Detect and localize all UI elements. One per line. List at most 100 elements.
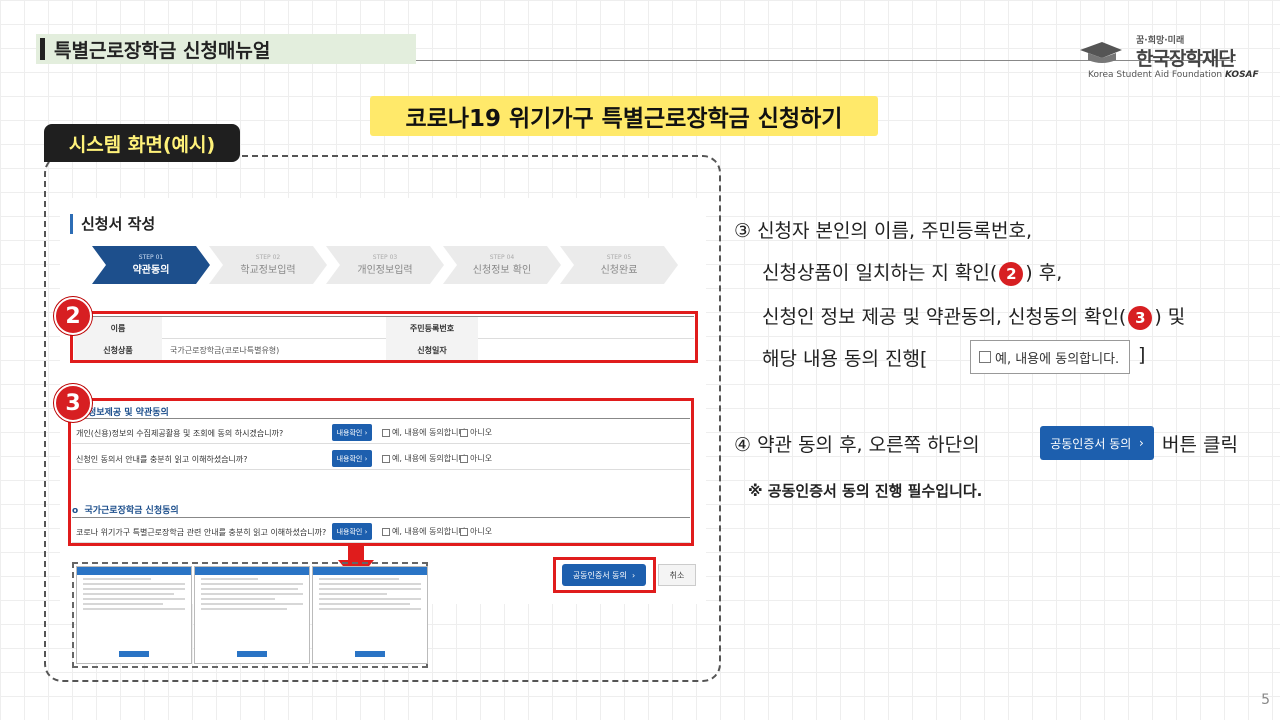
thumb-text-line <box>201 588 298 590</box>
checkbox-box <box>460 428 468 437</box>
step-5: STEP 05 신청완료 <box>560 246 678 284</box>
explain-line-5a: ④ 약관 동의 후, 오른쪽 하단의 <box>734 434 980 456</box>
thumb-confirm-button <box>355 651 385 657</box>
badge-2: 2 <box>54 297 92 335</box>
view-content-button[interactable]: 내용확인 › <box>332 450 372 467</box>
thumb-header <box>77 567 191 575</box>
document-thumbnail <box>76 566 192 664</box>
step-number: STEP 03 <box>372 254 398 261</box>
thumb-text-line <box>319 578 399 580</box>
section-divider <box>72 418 690 419</box>
view-content-button[interactable]: 내용확인 › <box>332 424 372 441</box>
inline-badge-2: 2 <box>999 261 1024 286</box>
thumb-text-line <box>83 598 185 600</box>
document-thumbnail <box>194 566 310 664</box>
agree-checkbox[interactable]: 예, 내용에 동의합니다. <box>382 427 468 438</box>
date-label: 신청일자 <box>386 339 478 361</box>
explain-text: ) 및 <box>1154 306 1186 328</box>
agree-label: 예, 내용에 동의합니다. <box>392 428 469 437</box>
document-thumbnail <box>312 566 428 664</box>
sample-check-label: 예, 내용에 동의합니다. <box>995 351 1120 367</box>
agreement-row-2: 신청인 동의서 안내를 충분히 읽고 이해하셨습니까? 내용확인 › 예, 내용… <box>72 448 690 470</box>
agreement-question: 개인(신용)정보의 수집제공활용 및 조회에 동의 하시겠습니까? <box>76 429 284 438</box>
section-divider <box>72 517 690 518</box>
cancel-button[interactable]: 취소 <box>658 564 696 586</box>
agree-checkbox[interactable]: 예, 내용에 동의합니다. <box>382 526 468 537</box>
step-label: 개인정보입력 <box>357 265 413 276</box>
explain-line-2: 신청상품이 일치하는 지 확인(2) 후, <box>762 258 1062 286</box>
checkbox-box <box>382 527 390 536</box>
manual-title: 특별근로장학금 신청매뉴얼 <box>36 34 416 64</box>
agree-checkbox[interactable]: 예, 내용에 동의합니다. <box>382 453 468 464</box>
graduation-cap-icon <box>1080 42 1122 63</box>
sample-cert-button: 공동인증서 동의 › <box>1040 426 1154 460</box>
thumb-text-line <box>319 583 421 585</box>
disagree-label: 아니오 <box>470 454 493 463</box>
logo-slogan: 꿈·희망·미래 <box>1136 36 1185 46</box>
logo-name: 한국장학재단 <box>1136 48 1236 70</box>
step-1: STEP 01 약관동의 <box>92 246 210 284</box>
section-title-apply-text: 국가근로장학금 신청동의 <box>84 506 179 516</box>
highlight-box-cert <box>553 557 656 593</box>
thumb-text-line <box>319 593 388 595</box>
thumb-text-line <box>319 603 411 605</box>
badge-3: 3 <box>54 384 92 422</box>
thumb-text-line <box>201 603 303 605</box>
disagree-checkbox[interactable]: 아니오 <box>460 427 492 438</box>
thumb-text-line <box>83 603 163 605</box>
thumb-text-line <box>319 588 421 590</box>
section-title-consent: 정보제공 및 약관동의 <box>88 408 169 418</box>
checkbox-box <box>382 454 390 463</box>
agreement-question: 코로나 위기가구 특별근로장학금 관련 안내를 충분히 읽고 이해하셨습니까? <box>76 528 327 537</box>
disagree-checkbox[interactable]: 아니오 <box>460 526 492 537</box>
header-divider <box>416 60 1236 61</box>
disagree-checkbox[interactable]: 아니오 <box>460 453 492 464</box>
required-note: ※ 공동인증서 동의 진행 필수입니다. <box>748 482 983 500</box>
explain-line-4b: ] <box>1138 344 1146 366</box>
view-button-label: 내용확인 <box>336 454 363 463</box>
step-3: STEP 03 개인정보입력 <box>326 246 444 284</box>
disagree-label: 아니오 <box>470 527 493 536</box>
section-title-apply: o 국가근로장학금 신청동의 <box>72 506 179 516</box>
checkbox-box <box>460 454 468 463</box>
thumb-text-line <box>201 593 303 595</box>
sample-cert-label: 공동인증서 동의 <box>1050 436 1132 451</box>
disagree-label: 아니오 <box>470 428 493 437</box>
sample-agree-checkbox: 예, 내용에 동의합니다. <box>970 340 1130 374</box>
cert-button-label: 공동인증서 동의 <box>572 570 627 580</box>
agreement-row-1: 개인(신용)정보의 수집제공활용 및 조회에 동의 하시겠습니까? 내용확인 ›… <box>72 422 690 444</box>
explain-line-5b: 버튼 클릭 <box>1162 434 1238 456</box>
form-title: 신청서 작성 <box>70 214 155 234</box>
manual-title-text: 특별근로장학금 신청매뉴얼 <box>54 39 271 62</box>
step-number: STEP 02 <box>255 254 281 261</box>
thumb-text-line <box>83 578 152 580</box>
explain-text: 신청인 정보 제공 및 약관동의, 신청동의 확인( <box>762 306 1127 328</box>
thumb-text-line <box>201 598 276 600</box>
certificate-consent-button[interactable]: 공동인증서 동의 › <box>562 564 646 586</box>
logo-english: Korea Student Aid Foundation KOSAF <box>1088 70 1259 80</box>
step-label: 신청완료 <box>600 265 638 276</box>
checkbox-box <box>979 351 991 363</box>
step-4: STEP 04 신청정보 확인 <box>443 246 561 284</box>
thumb-header <box>195 567 309 575</box>
thumb-text-line <box>201 583 303 585</box>
explain-line-4a: 해당 내용 동의 진행[ <box>762 348 928 370</box>
thumb-header <box>313 567 427 575</box>
highlight-box-2 <box>70 311 698 363</box>
table-row: 이름 주민등록번호 <box>74 317 694 339</box>
view-content-button[interactable]: 내용확인 › <box>332 523 372 540</box>
step-2: STEP 02 학교정보입력 <box>209 246 327 284</box>
product-value: 국가근로장학금(코로나특별유형) <box>170 345 280 355</box>
thumb-text-line <box>201 608 287 610</box>
view-button-label: 내용확인 <box>336 428 363 437</box>
system-screen-tag: 시스템 화면(예시) <box>44 124 240 162</box>
thumb-text-line <box>83 588 185 590</box>
agreement-question: 신청인 동의서 안내를 충분히 읽고 이해하셨습니까? <box>76 455 248 464</box>
step-number: STEP 05 <box>606 254 632 261</box>
step-number: STEP 01 <box>138 254 164 261</box>
highlight-box-3 <box>68 398 694 546</box>
product-label: 신청상품 <box>74 339 162 361</box>
agreement-row-3: 코로나 위기가구 특별근로장학금 관련 안내를 충분히 읽고 이해하셨습니까? … <box>72 521 690 543</box>
inline-badge-3: 3 <box>1128 305 1153 330</box>
rrn-label: 주민등록번호 <box>386 317 478 339</box>
